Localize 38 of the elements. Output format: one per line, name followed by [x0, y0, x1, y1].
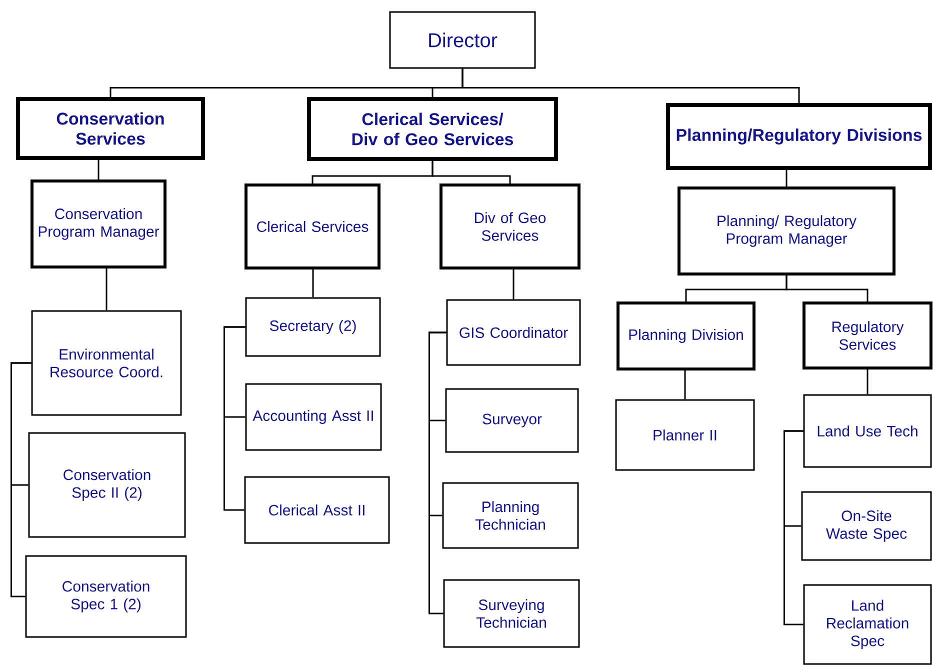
connector-line [866, 370, 868, 394]
unit-box: Regulatory Services [802, 302, 932, 370]
connector-line [684, 370, 686, 400]
position-box: Environmental Resource Coord. [31, 310, 182, 416]
position-box: Clerical Asst II [244, 476, 390, 544]
connector-line [98, 160, 100, 180]
unit-box: Planning Division [616, 302, 756, 370]
connector-line [462, 68, 800, 103]
connector-line [786, 276, 868, 302]
position-box: Land Reclamation Spec [803, 584, 932, 665]
manager-box: Conservation Program Manager [30, 180, 166, 268]
position-box: Surveyor [445, 388, 579, 453]
position-box: Planning Technician [442, 482, 579, 549]
position-box: Surveying Technician [443, 579, 580, 648]
connector-line [312, 270, 314, 298]
connector-line [432, 161, 511, 184]
department-box: Planning/Regulatory Divisions [666, 103, 932, 170]
connector-line [786, 170, 788, 186]
connector-line [224, 326, 246, 511]
unit-box: Div of Geo Services [440, 184, 580, 270]
connector-line [428, 332, 446, 614]
position-box: Conservation Spec 1 (2) [25, 555, 187, 638]
position-box: Accounting Asst II [245, 383, 382, 451]
connector-line [106, 268, 108, 310]
department-box: Conservation Services [16, 97, 205, 160]
manager-box: Planning/ Regulatory Program Manager [678, 186, 896, 276]
position-box: Land Use Tech [803, 394, 932, 468]
position-box: Secretary (2) [245, 297, 381, 357]
unit-box: Clerical Services [244, 184, 380, 270]
position-box: Conservation Spec II (2) [28, 432, 186, 538]
position-box: Planner II [615, 399, 755, 471]
director-box: Director [389, 11, 536, 69]
position-box: GIS Coordinator [446, 299, 581, 366]
connector-line [512, 270, 514, 300]
department-box: Clerical Services/ Div of Geo Services [307, 97, 558, 161]
position-box: On-Site Waste Spec [801, 491, 932, 561]
connector-line [784, 430, 804, 626]
connector-line [10, 362, 32, 598]
